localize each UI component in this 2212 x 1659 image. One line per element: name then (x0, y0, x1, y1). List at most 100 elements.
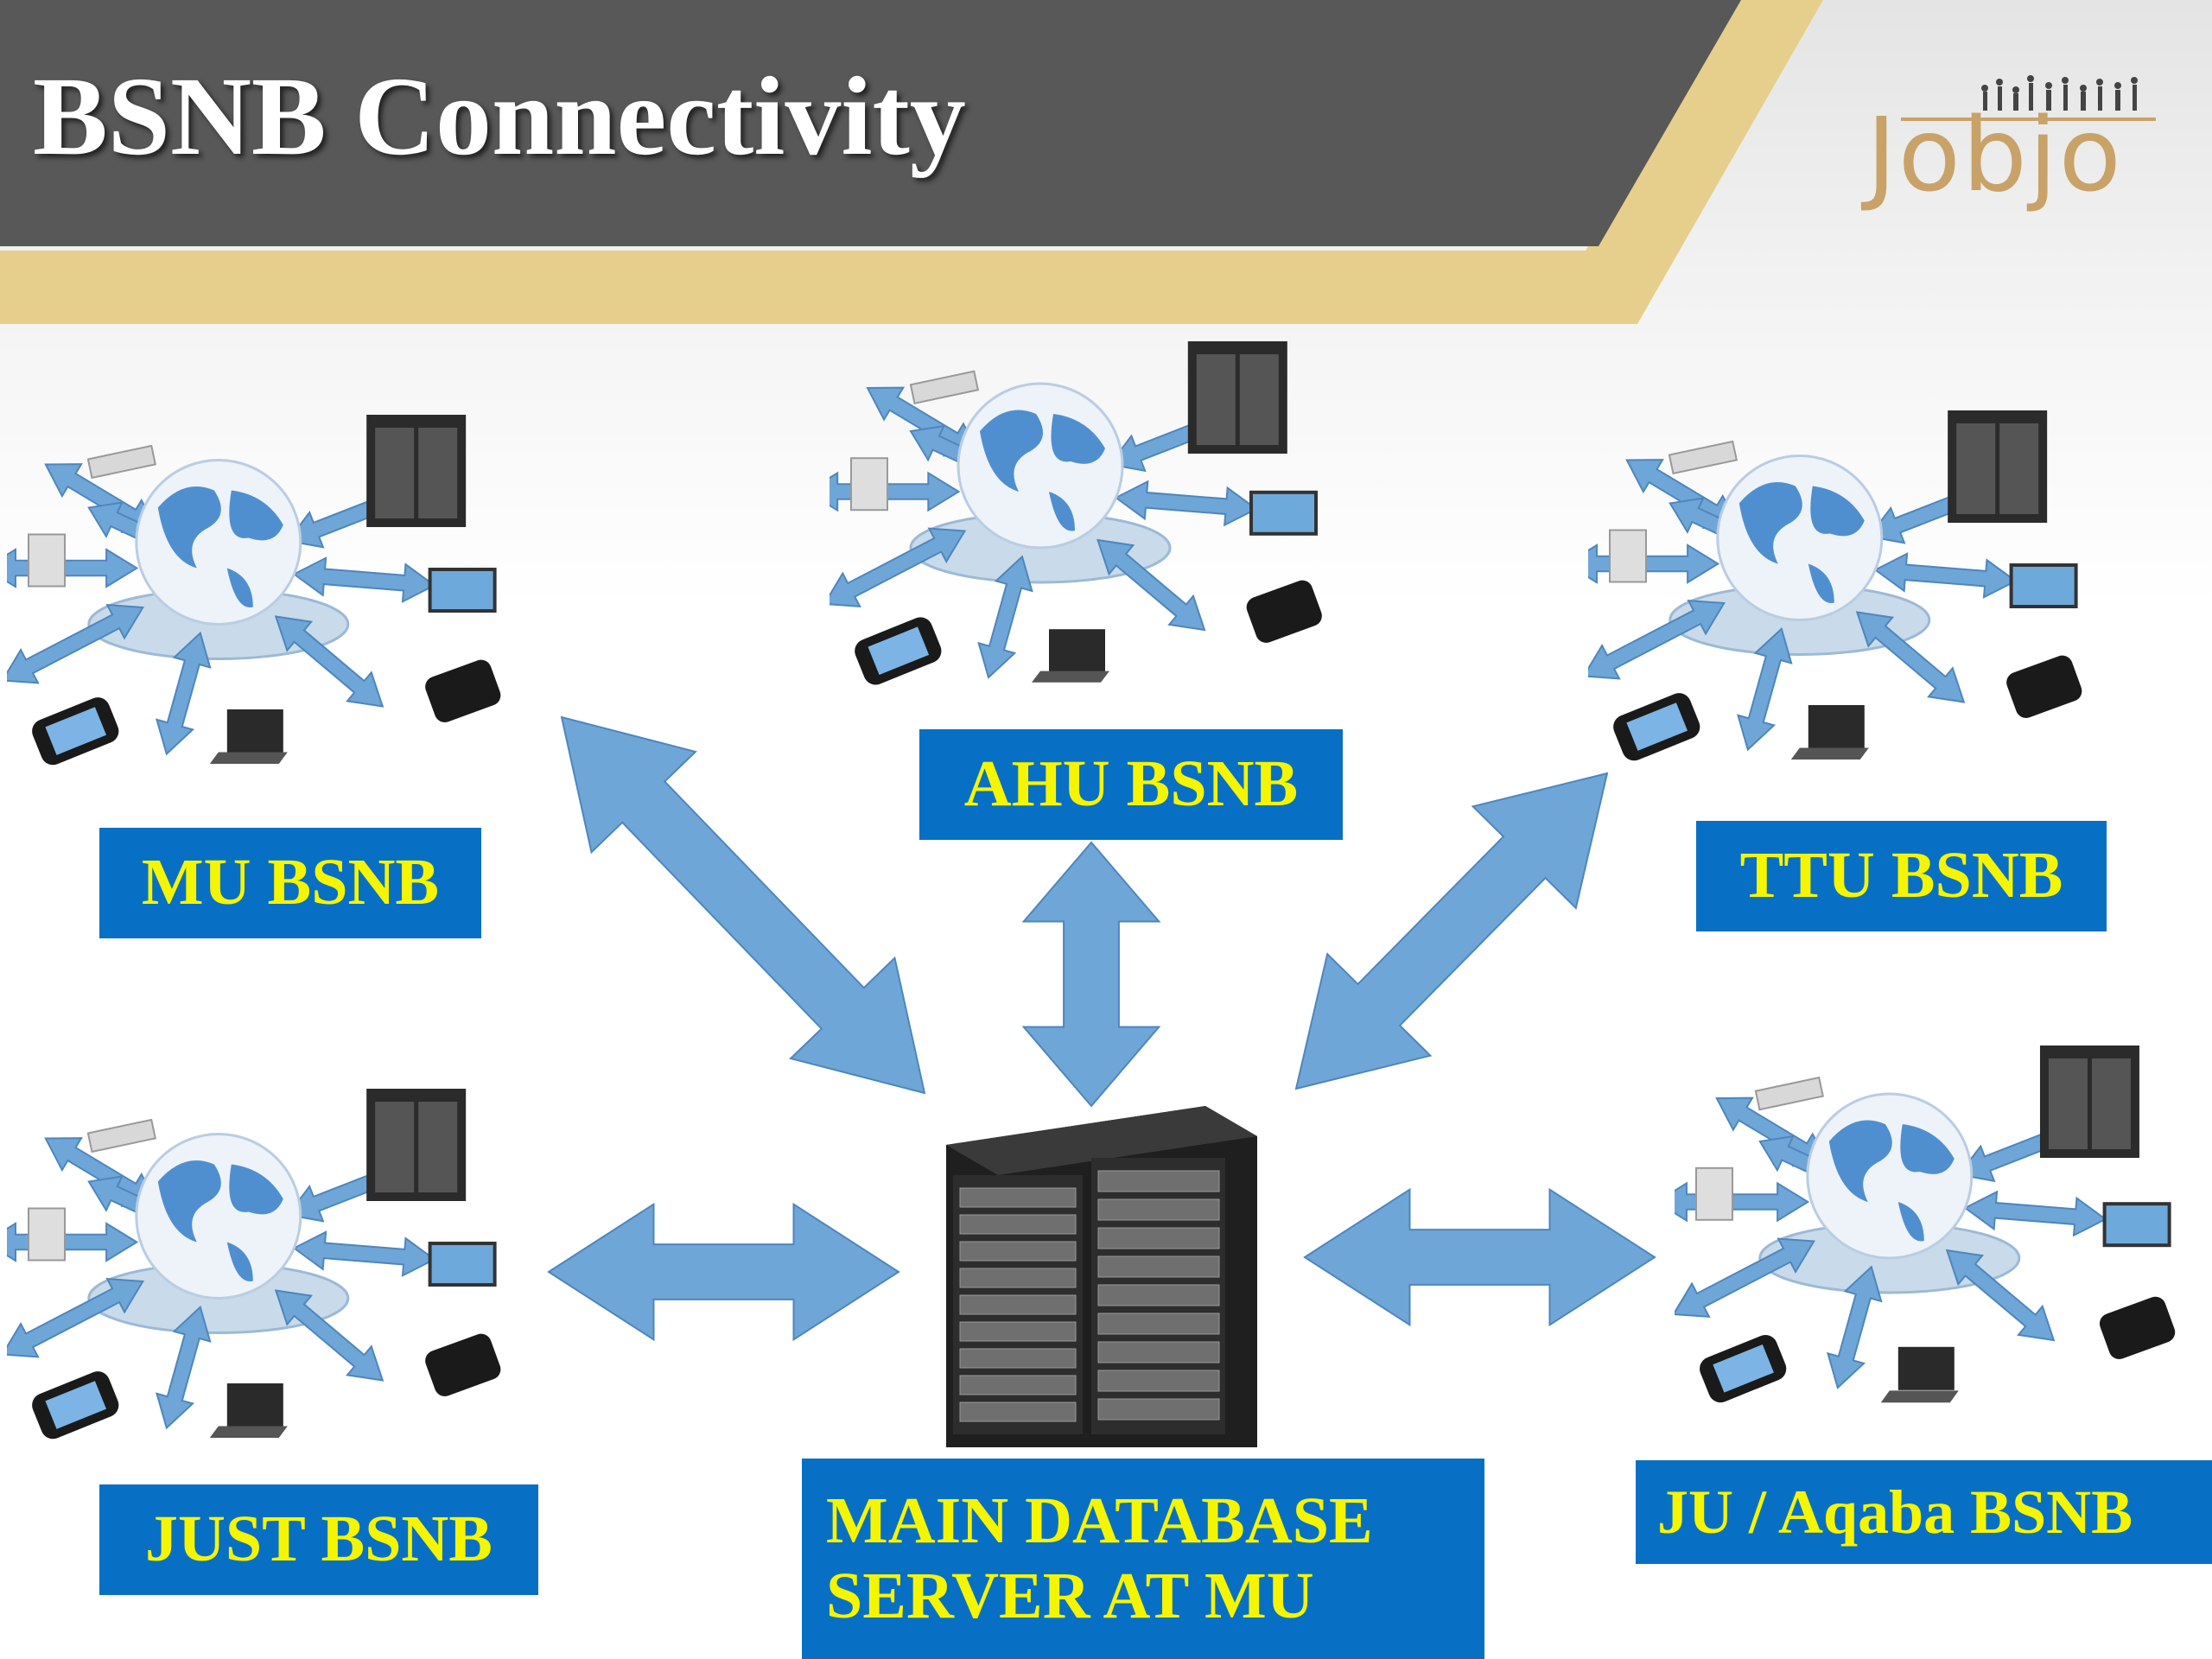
radial-arrow-icon (1096, 538, 1206, 632)
header-band (0, 0, 1823, 324)
phone-screen-icon (1713, 1344, 1774, 1393)
server-bay-icon (2048, 1058, 2088, 1149)
server-bay-icon (1196, 354, 1236, 445)
phone-screen-icon (45, 1381, 107, 1429)
laptop-icon (1897, 1346, 1955, 1390)
logo-shelf (1901, 118, 2156, 121)
database-server-icon (946, 1106, 1257, 1447)
drive-slot-icon (959, 1321, 1077, 1342)
laptop-icon (226, 1383, 283, 1427)
radial-arrow-icon (1855, 611, 1966, 703)
pc-tower-icon (28, 533, 66, 588)
radial-arrow-icon (156, 631, 212, 756)
smartphone-icon (2099, 1296, 2176, 1359)
connector-arrow-ju-aqaba (1303, 1187, 1656, 1327)
node-label-ttu: TTU BSNB (1696, 821, 2107, 931)
monitor-icon (1249, 490, 1318, 536)
phone-screen-icon (1626, 702, 1688, 751)
radial-arrow-icon (156, 1305, 212, 1430)
drive-slot-icon (959, 1214, 1077, 1235)
gold-body-bottom (0, 0, 1823, 324)
laptop-icon (1808, 705, 1865, 748)
connector-arrow-just (547, 1202, 900, 1342)
server-label: MAIN DATABASE SERVER AT MU (802, 1459, 1484, 1659)
radial-arrow-icon (7, 1222, 139, 1262)
continent-icon (157, 1160, 283, 1281)
drive-slot-icon (959, 1348, 1077, 1369)
drive-slot-icon (959, 1241, 1077, 1262)
radial-arrow-icon (274, 615, 385, 708)
network-node-just (7, 1089, 501, 1440)
continent-icon (1828, 1120, 1955, 1242)
pc-tower-icon (28, 1207, 66, 1262)
drive-slot-icon (1097, 1341, 1220, 1363)
pc-tower-icon (1609, 529, 1647, 583)
phone-screen-icon (45, 707, 107, 755)
monitor-icon (2009, 563, 2078, 608)
smartphone-icon (1246, 580, 1322, 643)
drive-slot-icon (959, 1402, 1077, 1422)
network-node-ahu (830, 341, 1322, 685)
monitor-icon (428, 1242, 497, 1287)
network-node-mu (7, 415, 501, 766)
network-node-ttu (1588, 410, 2082, 761)
server-label-line2: SERVER AT MU (826, 1560, 1314, 1632)
radial-arrow-icon (1827, 1265, 1883, 1389)
phone-screen-icon (868, 626, 930, 676)
server-bay-icon (1999, 423, 2039, 514)
radial-arrow-icon (830, 527, 967, 608)
drive-slot-icon (1097, 1170, 1220, 1192)
continent-icon (980, 410, 1105, 531)
laptop-base-icon (1880, 1390, 1959, 1403)
server-bay-icon (375, 428, 415, 518)
radial-arrow-icon (1945, 1249, 2056, 1342)
connector-arrow-mu (560, 715, 926, 1095)
radial-arrow-icon (977, 555, 1033, 679)
router-icon (86, 1118, 157, 1154)
radial-arrow-icon (1675, 1237, 1815, 1319)
drive-slot-icon (1097, 1398, 1220, 1421)
logo: Jobjo (1866, 95, 2123, 214)
node-label-ahu: AHU BSNB (919, 729, 1343, 840)
server-bay-icon (1239, 354, 1279, 445)
node-label-ju-aqaba: JU / Aqaba BSNB (1636, 1460, 2212, 1564)
laptop-base-icon (1790, 747, 1869, 760)
radial-arrow-icon (1588, 543, 1720, 584)
server-bay-icon (418, 428, 458, 518)
smartphone-icon (2006, 655, 2082, 718)
drive-slot-icon (1097, 1370, 1220, 1392)
router-icon (1668, 440, 1738, 475)
router-icon (909, 370, 980, 404)
drive-slot-icon (959, 1375, 1077, 1395)
laptop-icon (226, 709, 283, 753)
drive-slot-icon (959, 1268, 1077, 1288)
drive-slot-icon (1097, 1313, 1220, 1335)
pc-tower-icon (1695, 1166, 1733, 1221)
radial-arrow-icon (7, 1277, 144, 1358)
connector-arrow-ahu (1021, 841, 1161, 1108)
server-bay-icon (375, 1102, 415, 1192)
drive-slot-icon (959, 1187, 1077, 1208)
server-label-line1: MAIN DATABASE (826, 1484, 1373, 1557)
connector-arrow-ttu (1294, 772, 1609, 1090)
monitor-icon (428, 568, 497, 613)
server-bay-icon (418, 1102, 458, 1192)
page-title: BSNB Connectivity (33, 54, 966, 179)
drive-slot-icon (1097, 1227, 1220, 1249)
network-node-ju-aqaba (1675, 1046, 2176, 1403)
server-bay-icon (2091, 1058, 2131, 1149)
radial-arrow-icon (1588, 599, 1726, 680)
continent-icon (1738, 482, 1865, 603)
router-icon (1754, 1076, 1824, 1111)
drive-slot-icon (959, 1294, 1077, 1315)
radial-arrow-icon (1737, 626, 1793, 752)
monitor-icon (2102, 1202, 2171, 1248)
laptop-icon (1049, 629, 1105, 673)
dark-band (0, 0, 1741, 246)
drive-slot-icon (1097, 1255, 1220, 1278)
laptop-base-icon (209, 752, 288, 764)
laptop-base-icon (1032, 671, 1109, 683)
continent-icon (157, 486, 283, 607)
